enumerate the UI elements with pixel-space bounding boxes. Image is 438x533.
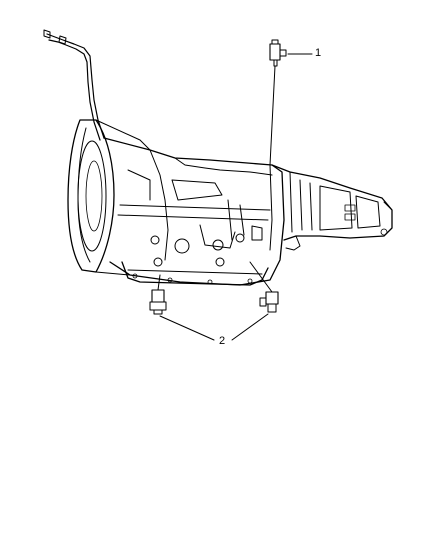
sensor-2b: [259, 291, 279, 313]
sensor-1: [269, 39, 287, 67]
transmission-case: [103, 137, 285, 286]
callout-label-2: 2: [219, 335, 226, 347]
leader-line-2a-to-pan: [157, 274, 161, 291]
leader-line-1-to-case: [269, 65, 276, 166]
dipstick-tube: [43, 29, 105, 141]
leader-line-2b: [231, 313, 269, 341]
leader-line-2a: [159, 315, 215, 341]
sensor-2a: [149, 289, 167, 315]
callout-label-1: 1: [315, 47, 322, 59]
bell-housing: [67, 119, 151, 276]
oil-pan: [121, 261, 269, 286]
extension-housing: [271, 164, 393, 251]
leader-line-2b-to-case: [249, 261, 273, 293]
